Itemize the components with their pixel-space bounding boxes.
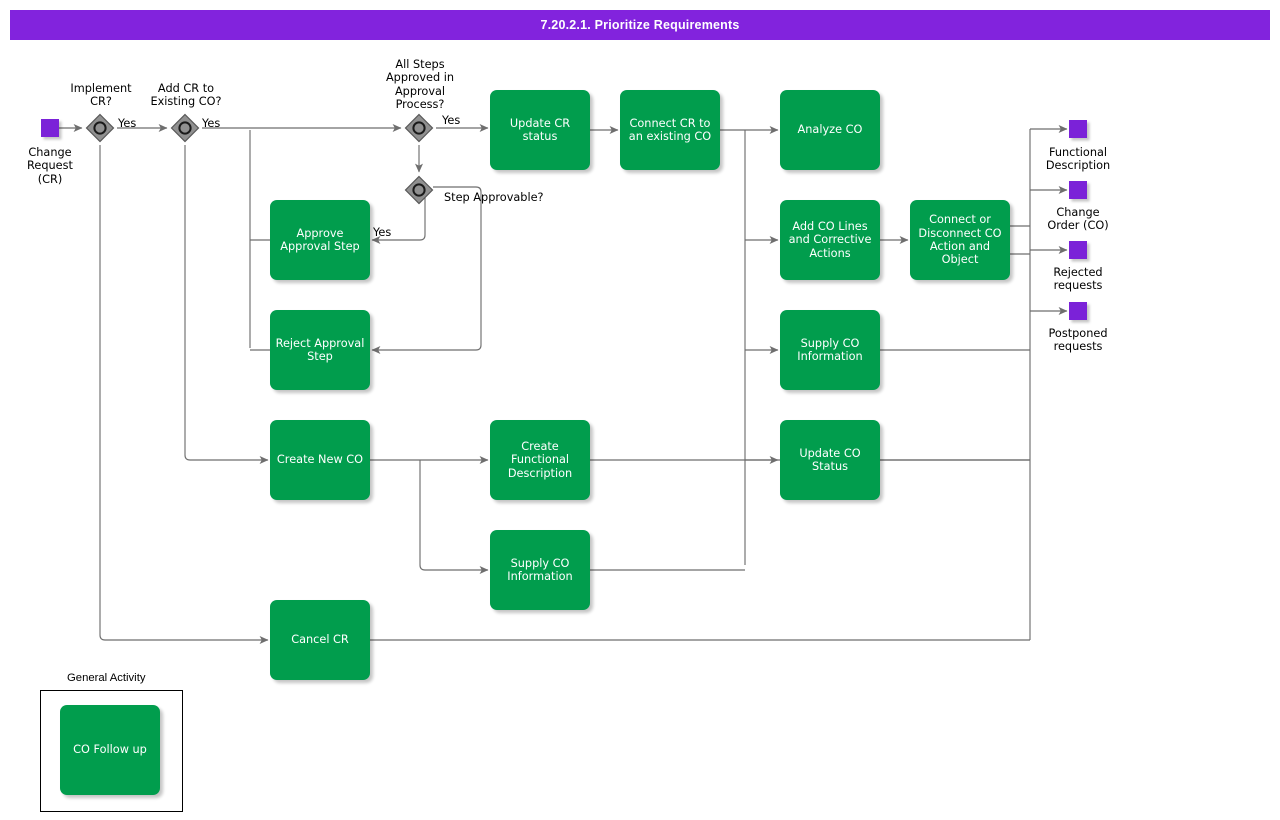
edge-label-yes-step-approvable: Yes bbox=[373, 226, 392, 239]
task-label: Add CO Lines and Corrective Actions bbox=[788, 219, 872, 260]
task-approve-approval-step[interactable]: Approve Approval Step bbox=[270, 200, 370, 280]
gateway-label-step-approvable: Step Approvable? bbox=[444, 191, 544, 204]
task-supply-co-information-top[interactable]: Supply CO Information bbox=[780, 310, 880, 390]
end-event-label-postponed-requests: Postponed requests bbox=[1048, 327, 1108, 354]
task-create-functional-description[interactable]: Create Functional Description bbox=[490, 420, 590, 500]
start-event-label-change-request: Change Request (CR) bbox=[27, 146, 73, 186]
end-event-rejected-requests[interactable] bbox=[1069, 241, 1087, 259]
task-update-cr-status[interactable]: Update CR status bbox=[490, 90, 590, 170]
gateway-add-cr-to-existing-co[interactable] bbox=[169, 112, 201, 144]
general-activity-group bbox=[40, 690, 183, 812]
task-add-co-lines-and-corrective-actions[interactable]: Add CO Lines and Corrective Actions bbox=[780, 200, 880, 280]
task-label: Update CO Status bbox=[799, 446, 861, 473]
task-label: CO Follow up bbox=[73, 743, 147, 757]
task-label: Approve Approval Step bbox=[280, 226, 360, 253]
task-label: Connect or Disconnect CO Action and Obje… bbox=[918, 213, 1002, 267]
task-label: Create New CO bbox=[276, 453, 364, 467]
task-connect-cr-to-existing-co[interactable]: Connect CR to an existing CO bbox=[620, 90, 720, 170]
task-cancel-cr[interactable]: Cancel CR bbox=[270, 600, 370, 680]
end-event-label-rejected-requests: Rejected requests bbox=[1053, 266, 1103, 293]
edge-label-yes-add-cr-to-existing-co: Yes bbox=[202, 117, 221, 130]
end-event-label-change-order: Change Order (CO) bbox=[1047, 206, 1109, 233]
end-event-functional-description[interactable] bbox=[1069, 120, 1087, 138]
gateway-all-steps-approved-in-approval-process[interactable] bbox=[403, 112, 435, 144]
task-supply-co-information-bottom[interactable]: Supply CO Information bbox=[490, 530, 590, 610]
task-label: Create Functional Description bbox=[507, 439, 573, 480]
edge-label-yes-all-steps-approved: Yes bbox=[442, 114, 461, 127]
task-label: Analyze CO bbox=[797, 123, 863, 137]
general-activity-group-label: General Activity bbox=[67, 672, 146, 684]
end-event-postponed-requests[interactable] bbox=[1069, 302, 1087, 320]
task-analyze-co[interactable]: Analyze CO bbox=[780, 90, 880, 170]
end-event-change-order[interactable] bbox=[1069, 181, 1087, 199]
task-reject-approval-step[interactable]: Reject Approval Step bbox=[270, 310, 370, 390]
edge-label-yes-implement-cr: Yes bbox=[118, 117, 137, 130]
title-bar: 7.20.2.1. Prioritize Requirements bbox=[10, 10, 1270, 40]
task-update-co-status[interactable]: Update CO Status bbox=[780, 420, 880, 500]
task-label: Cancel CR bbox=[291, 633, 349, 647]
task-connect-or-disconnect-co-action-and-object[interactable]: Connect or Disconnect CO Action and Obje… bbox=[910, 200, 1010, 280]
page-title: 7.20.2.1. Prioritize Requirements bbox=[540, 18, 740, 32]
task-label: Supply CO Information bbox=[507, 556, 573, 583]
end-event-label-functional-description: Functional Description bbox=[1045, 146, 1111, 173]
task-label: Reject Approval Step bbox=[275, 336, 365, 363]
gateway-implement-cr[interactable] bbox=[84, 112, 116, 144]
gateway-step-approvable[interactable] bbox=[403, 174, 435, 206]
gateway-label-all-steps-approved: All Steps Approved in Approval Process? bbox=[385, 58, 455, 112]
task-label: Connect CR to an existing CO bbox=[628, 116, 712, 143]
start-event-change-request[interactable] bbox=[41, 119, 59, 137]
gateway-label-add-cr-to-existing-co: Add CR to Existing CO? bbox=[150, 82, 222, 109]
task-co-follow-up[interactable]: CO Follow up bbox=[60, 705, 160, 795]
task-label: Supply CO Information bbox=[797, 336, 863, 363]
gateway-label-implement-cr: Implement CR? bbox=[70, 82, 132, 109]
task-create-new-co[interactable]: Create New CO bbox=[270, 420, 370, 500]
task-label: Update CR status bbox=[509, 116, 571, 143]
